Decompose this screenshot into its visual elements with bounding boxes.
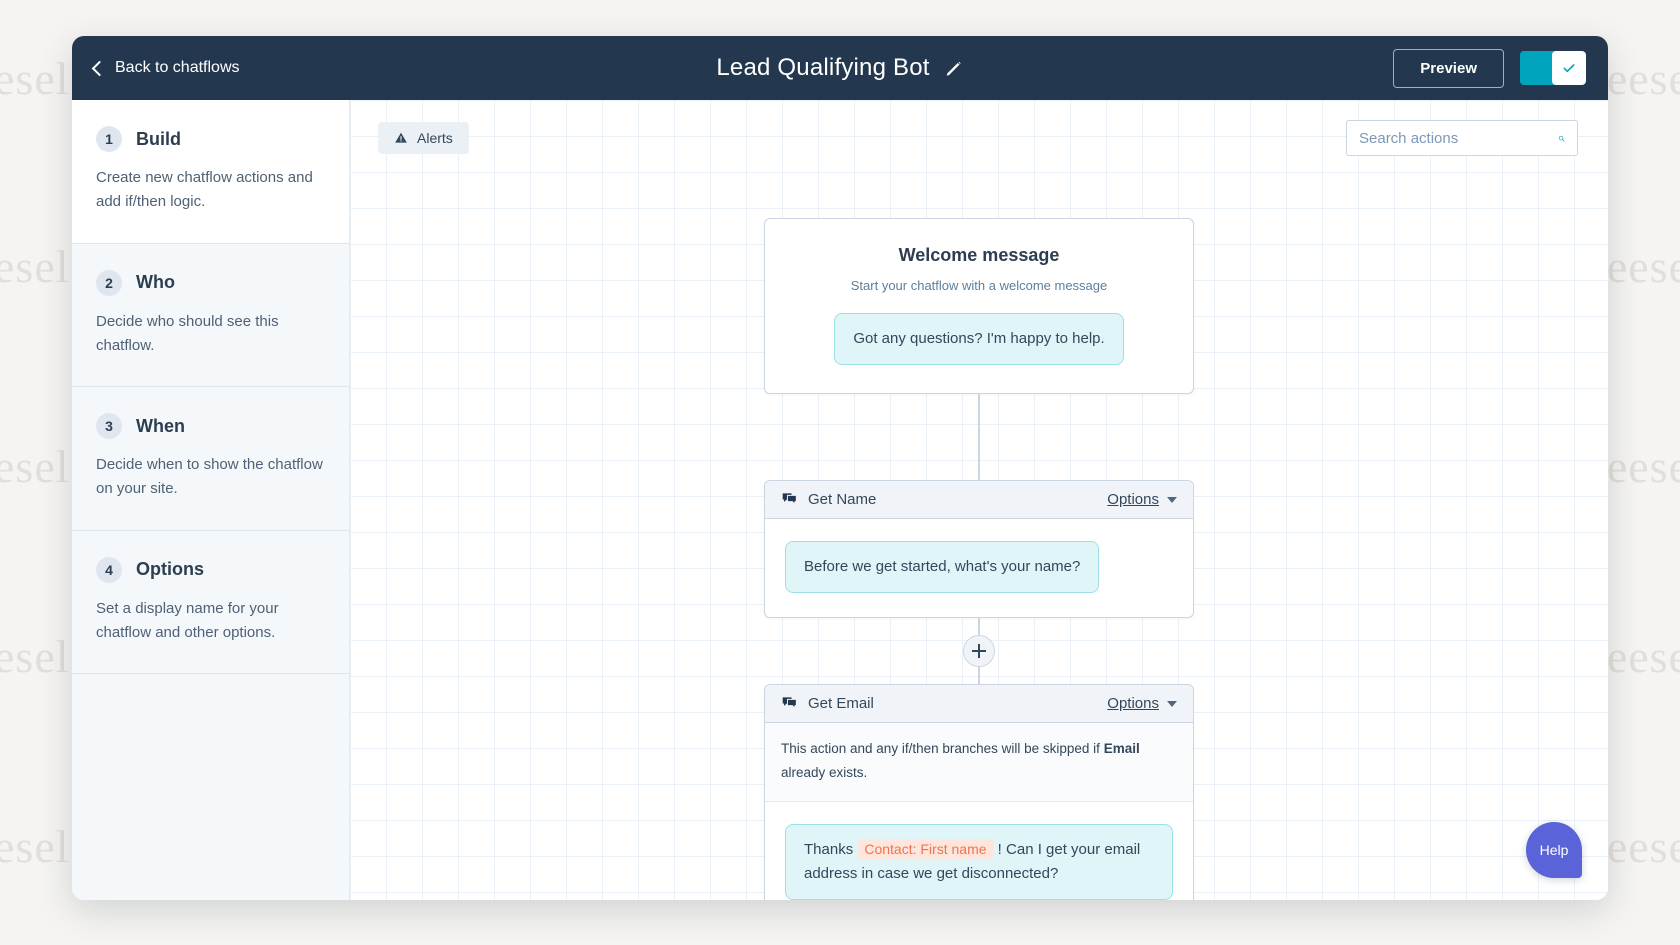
watermark-text: esel <box>0 53 70 104</box>
get-name-message-bubble[interactable]: Before we get started, what's your name? <box>785 541 1100 593</box>
welcome-subtitle: Start your chatflow with a welcome messa… <box>850 278 1108 293</box>
window-body: 1 Build Create new chatflow actions and … <box>72 100 1608 900</box>
get-name-title: Get Name <box>808 491 877 508</box>
welcome-message-bubble[interactable]: Got any questions? I'm happy to help. <box>834 313 1124 365</box>
page-title: Lead Qualifying Bot <box>716 54 930 81</box>
warning-triangle-icon <box>395 132 407 143</box>
alerts-button[interactable]: Alerts <box>378 122 469 154</box>
step-number: 4 <box>96 556 122 583</box>
chatflow-nodes: Welcome message Start your chatflow with… <box>764 218 1194 900</box>
step-description: Decide when to show the chatflow on your… <box>96 456 323 498</box>
skip-note-prefix: This action and any if/then branches wil… <box>781 741 1104 756</box>
step-header: 2 Who <box>96 269 325 296</box>
pencil-icon[interactable] <box>944 58 964 78</box>
watermark-text: eese <box>1606 441 1680 492</box>
watermark-text: eese <box>1606 821 1680 872</box>
step-number: 3 <box>96 413 122 440</box>
node-get-name[interactable]: Get Name Options Before we get started, … <box>764 480 1194 618</box>
toggle-knob <box>1552 51 1586 85</box>
search-icon[interactable] <box>1558 130 1565 147</box>
step-title: When <box>136 415 185 436</box>
get-email-options-dropdown[interactable]: Options <box>1107 695 1177 712</box>
add-action-slot <box>764 618 1194 684</box>
step-description: Set a display name for your chatflow and… <box>96 599 279 642</box>
connector-line <box>978 394 980 480</box>
steps-sidebar: 1 Build Create new chatflow actions and … <box>72 100 350 900</box>
back-to-chatflows-label: Back to chatflows <box>115 59 240 76</box>
top-bar: Back to chatflows Lead Qualifying Bot Pr… <box>72 36 1608 100</box>
get-name-options-dropdown[interactable]: Options <box>1107 491 1177 508</box>
skip-note-bold: Email <box>1103 741 1140 756</box>
welcome-title: Welcome message <box>898 245 1060 265</box>
chevron-down-icon <box>1167 700 1177 707</box>
search-actions-box[interactable] <box>1346 120 1578 156</box>
topbar-actions: Preview <box>1393 48 1586 88</box>
help-button[interactable]: Help <box>1526 822 1582 878</box>
step-header: 1 Build <box>96 126 325 152</box>
node-get-email[interactable]: Get Email Options This action and any if… <box>764 684 1194 900</box>
sidebar-step-options[interactable]: 4 Options Set a display name for your ch… <box>72 531 349 675</box>
get-email-message-bubble[interactable]: Thanks Contact: First name ! Can I get y… <box>785 824 1173 900</box>
get-email-skip-note: This action and any if/then branches wil… <box>765 723 1193 803</box>
chat-bubbles-icon <box>782 697 797 709</box>
get-name-body: Before we get started, what's your name? <box>765 519 1193 617</box>
chat-bubbles-icon <box>782 493 797 505</box>
sidebar-step-when[interactable]: 3 When Decide when to show the chatflow … <box>72 387 349 531</box>
get-email-title: Get Email <box>808 695 874 712</box>
watermark-text: eese <box>1606 241 1680 292</box>
step-title: Who <box>136 272 175 293</box>
step-title: Build <box>136 128 181 149</box>
get-email-header: Get Email Options <box>765 685 1193 723</box>
watermark-text: esel <box>0 631 70 682</box>
step-header: 3 When <box>96 413 325 440</box>
personalization-token[interactable]: Contact: First name <box>857 839 994 860</box>
watermark-text: esel <box>0 441 70 492</box>
chevron-down-icon <box>1167 496 1177 503</box>
step-title: Options <box>136 559 204 580</box>
chevron-left-icon <box>91 60 108 76</box>
bubble-prefix: Thanks <box>804 841 858 859</box>
back-to-chatflows-button[interactable]: Back to chatflows <box>91 59 240 77</box>
sidebar-step-build[interactable]: 1 Build Create new chatflow actions and … <box>72 100 349 244</box>
get-email-body: Thanks Contact: First name ! Can I get y… <box>765 802 1193 900</box>
watermark-text: eese <box>1606 53 1680 104</box>
alerts-label: Alerts <box>417 130 453 146</box>
preview-button[interactable]: Preview <box>1393 48 1504 88</box>
skip-note-suffix: already exists. <box>781 765 868 781</box>
step-header: 4 Options <box>96 556 325 583</box>
bubble-suffix: ! Can I get your email address in case w… <box>804 841 1141 883</box>
watermark-text: eese <box>1606 631 1680 682</box>
sidebar-filler <box>72 674 349 900</box>
chatflow-enabled-toggle[interactable] <box>1520 51 1586 85</box>
flow-canvas[interactable]: Alerts Welcome message Start your chatfl… <box>350 100 1608 900</box>
node-welcome-message[interactable]: Welcome message Start your chatflow with… <box>764 218 1194 394</box>
add-action-button[interactable] <box>963 635 995 667</box>
search-input[interactable] <box>1359 129 1558 147</box>
step-number: 2 <box>96 269 122 296</box>
title-container: Lead Qualifying Bot <box>72 54 1608 82</box>
step-number: 1 <box>96 126 122 152</box>
step-description: Create new chatflow actions and add if/t… <box>96 169 313 211</box>
watermark-text: esel <box>0 821 70 872</box>
watermark-text: esel <box>0 241 70 292</box>
options-label: Options <box>1107 491 1159 508</box>
sidebar-step-who[interactable]: 2 Who Decide who should see this chatflo… <box>72 244 349 388</box>
get-name-header: Get Name Options <box>765 481 1193 519</box>
step-description: Decide who should see this chatflow. <box>96 312 279 354</box>
app-window: Back to chatflows Lead Qualifying Bot Pr… <box>72 36 1608 900</box>
options-label: Options <box>1107 695 1159 712</box>
check-icon <box>1563 64 1575 73</box>
